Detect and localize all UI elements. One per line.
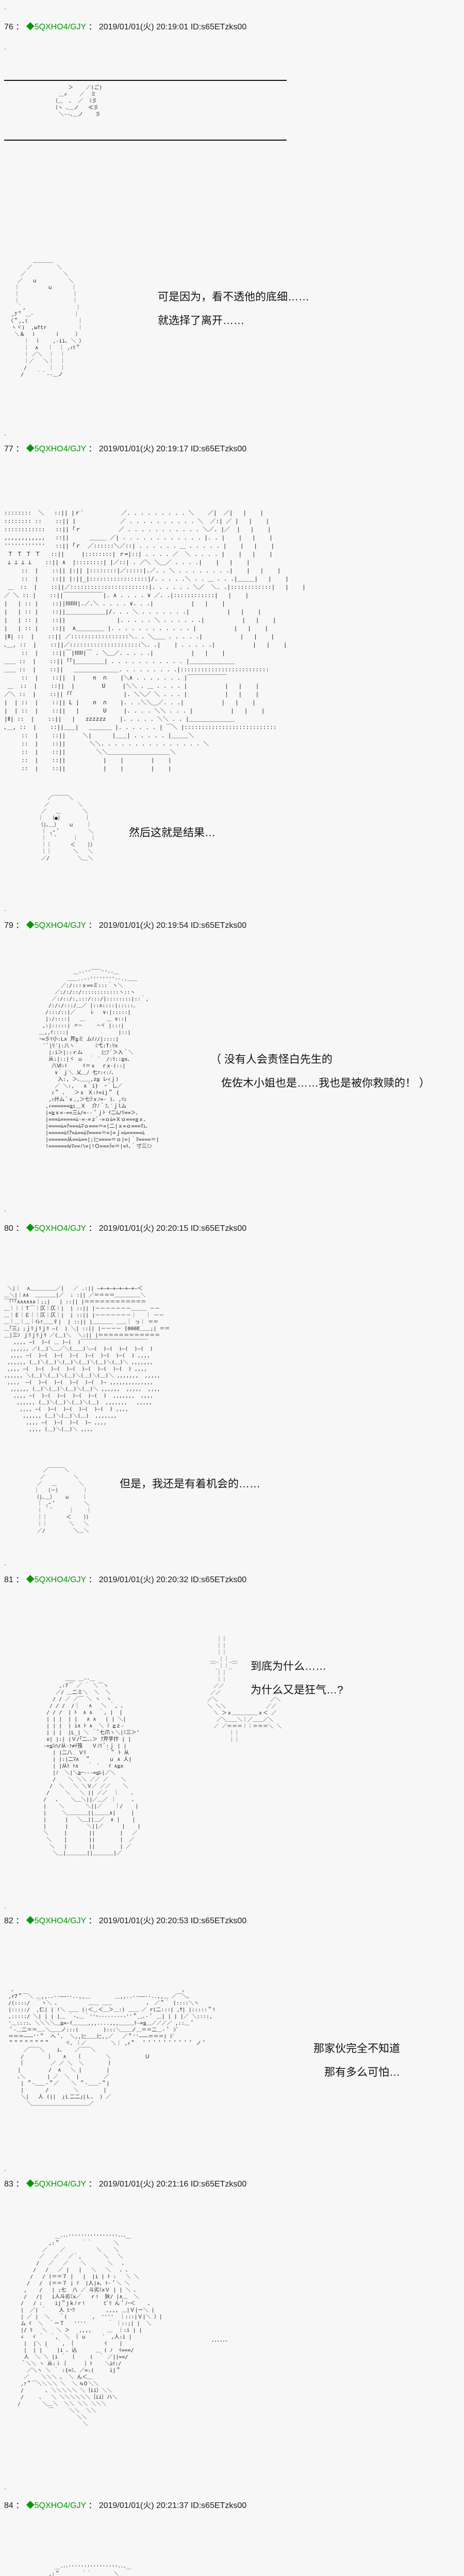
post-number[interactable]: 80 <box>4 1224 13 1233</box>
dialogue-line: 那家伙完全不知道 <box>313 2043 400 2055</box>
header-separator: ： <box>86 23 99 31</box>
header-separator: ： <box>86 2501 99 2510</box>
dialogue-text: （ 没有人会责怪白先生的 佐佐木小姐也是……我也是被你救赎的！ ） <box>210 1051 430 1098</box>
post-number[interactable]: 83 <box>4 2180 13 2189</box>
separator-dot: . <box>4 1559 6 1567</box>
post-header: 76 ： ◆5QXHO4/GJY ： 2019/01/01(火) 20:19:0… <box>4 20 246 32</box>
post-number[interactable]: 76 <box>4 23 13 31</box>
tripcode[interactable]: ◆5QXHO4/GJY <box>26 2501 86 2510</box>
separator-dot: . <box>4 1902 6 1910</box>
header-separator: ： <box>13 1917 26 1925</box>
header-separator: ： <box>86 1917 99 1925</box>
dialogue-ellipsis: …… <box>211 2335 228 2344</box>
post-header: 83 ： ◆5QXHO4/GJY ： 2019/01/01(火) 20:21:1… <box>4 2177 246 2189</box>
separator-dot: . <box>4 43 6 51</box>
post-datetime-id: 2019/01/01(火) 20:19:54 ID:s65ETzks00 <box>98 921 247 930</box>
separator-dot: . <box>4 905 6 912</box>
ascii-art-girl-longhair: ＿-･･''''''''''''''''･･-＿ ,:＂ ｀｀ ＼ ／ ／ ＼ … <box>18 2234 162 2427</box>
dialogue-line: 为什么又是狂气…? <box>251 1684 343 1696</box>
post-number[interactable]: 79 <box>4 921 13 930</box>
post-header: 81 ： ◆5QXHO4/GJY ： 2019/01/01(火) 20:20:3… <box>4 1572 246 1585</box>
header-separator: ： <box>86 445 99 453</box>
dialogue-line: 可是因为，看不透他的底细…… <box>158 291 309 303</box>
dialogue-text: 那家伙完全不知道 那有多么可怕… <box>313 2040 400 2088</box>
header-separator: ： <box>13 1575 26 1584</box>
tripcode[interactable]: ◆5QXHO4/GJY <box>26 921 86 930</box>
header-separator: ： <box>86 1575 99 1584</box>
separator-dot: . <box>4 1205 6 1213</box>
dialogue-line: 就选择了离开…… <box>158 315 244 327</box>
header-separator: ： <box>13 2501 26 2510</box>
tripcode[interactable]: ◆5QXHO4/GJY <box>26 2180 86 2189</box>
header-separator: ： <box>86 921 99 930</box>
ascii-art-face: ／￣￣￣＼ ／ ＼ ／ ＿ ＼ ｜ （●） ｜ （|､＿） ｕ ｜ ｜ ,ｰ＇ … <box>38 795 96 861</box>
ascii-art-creature: ＞ ／(ご) ＿∠ ／ ミ （＿ ､ ／ ﾐ彡 （ヽ ､＿ノ ≪彡 ＼--､＿ノ… <box>53 85 103 117</box>
ascii-art-girl: ＿-‐''￣￣''‐-＿ ＿＿..-‐''''''''‐-..＿＿ ／:/:::… <box>39 970 159 1149</box>
ascii-art-town: ＼|｜ ∧＿＿＿＿＿／| ／ .:|| ―+―+―+―+―+―+―＜ ＿＼|｜∧… <box>4 1286 170 1432</box>
separator-dot: . <box>4 2483 6 2491</box>
tripcode[interactable]: ◆5QXHO4/GJY <box>26 23 86 31</box>
header-separator: ： <box>13 921 26 930</box>
post-number[interactable]: 84 <box>4 2501 13 2510</box>
dialogue-line: （ 没有人会责怪白先生的 <box>210 1054 333 1065</box>
post-header: 82 ： ◆5QXHO4/GJY ： 2019/01/01(火) 20:20:5… <box>4 1913 246 1926</box>
header-separator: ： <box>13 2180 26 2189</box>
header-separator: ： <box>86 1224 99 1233</box>
post-header: 77 ： ◆5QXHO4/GJY ： 2019/01/01(火) 20:19:1… <box>4 442 246 454</box>
dialogue-text: 然后这就是结果… <box>129 824 216 848</box>
separator-dot: . <box>4 2165 6 2173</box>
ascii-art-girl-longhair: ＿-･･''''''''''''''''･･-＿ ,:＂ ｀｀ ＼ ／ ／ ＼ … <box>48 2565 131 2576</box>
dialogue-text: 到底为什么…… 为什么又是狂气…? <box>251 1658 343 1705</box>
post-number[interactable]: 77 <box>4 445 13 453</box>
dialogue-line: 那有多么可怕… <box>313 2066 400 2078</box>
dialogue-line: 然后这就是结果… <box>129 827 216 839</box>
dialogue-line: 但是，我还是有着机会的…… <box>120 1478 260 1490</box>
tripcode[interactable]: ◆5QXHO4/GJY <box>26 445 86 453</box>
header-separator: ： <box>13 23 26 31</box>
tripcode[interactable]: ◆5QXHO4/GJY <box>26 1575 86 1584</box>
ascii-art-cat-creature: ､ , ,r7＂￣＼ ＿,,..--――--..,,＿ ＿,,..--――--.… <box>8 1987 216 2107</box>
post-datetime-id: 2019/01/01(火) 20:20:32 ID:s65ETzks00 <box>98 1575 247 1584</box>
tripcode[interactable]: ◆5QXHO4/GJY <box>26 1917 86 1925</box>
header-separator: ： <box>86 2180 99 2189</box>
dialogue-line: 佐佐木小姐也是……我也是被你救赎的！ ） <box>210 1077 430 1089</box>
ascii-art-symbol: ｜｜ ｜｜ ｜｜ ＿_｜｜_＿ ￣_｜｜_￣ ｜｜ ｜｜ ／／ ／／ ／＼ ／＼… <box>207 1637 282 1743</box>
ascii-art-girl-praying: ＿＿ ＿--＿ ,:7￣ ／ ｀ ＼￣ヽ ／/ ＿二ミ＼ ＼ ＼ / / ／ ／… <box>43 1676 141 1856</box>
post-header: 79 ： ◆5QXHO4/GJY ： 2019/01/01(火) 20:19:5… <box>4 918 246 930</box>
post-datetime-id: 2019/01/01(火) 20:21:16 ID:s65ETzks00 <box>98 2180 247 2189</box>
post-number[interactable]: 82 <box>4 1917 13 1925</box>
post-header: 84 ： ◆5QXHO4/GJY ： 2019/01/01(火) 20:21:3… <box>4 2498 246 2511</box>
post-datetime-id: 2019/01/01(火) 20:19:17 ID:s65ETzks00 <box>98 445 247 453</box>
horizontal-rule <box>4 80 287 81</box>
separator-dot: . <box>4 3 6 11</box>
header-separator: ： <box>13 445 26 453</box>
separator-dot: . <box>4 429 6 437</box>
ascii-art-hooded-figure: ＿＿＿＿ ／ ＼ ／ ＼ ／ ｕ ＼ ｜ ｕ ｜ ｜ ｜ ｜ ｜ ｀, ｜ ,ｸ… <box>8 258 85 378</box>
dialogue-text: 但是，我还是有着机会的…… <box>120 1476 260 1499</box>
horizontal-rule <box>4 140 287 141</box>
dialogue-line: 到底为什么…… <box>251 1660 326 1672</box>
post-datetime-id: 2019/01/01(火) 20:20:53 ID:s65ETzks00 <box>98 1917 247 1925</box>
dialogue-text: 可是因为，看不透他的底细…… 就选择了离开…… <box>158 289 309 336</box>
ascii-art-cityscape: :::::::: ＼ ::|| |ｒ` ／. . . . . . . . . ＼… <box>4 510 306 772</box>
post-number[interactable]: 81 <box>4 1575 13 1584</box>
tripcode[interactable]: ◆5QXHO4/GJY <box>26 1224 86 1233</box>
header-separator: ： <box>13 1224 26 1233</box>
post-header: 80 ： ◆5QXHO4/GJY ： 2019/01/01(火) 20:20:1… <box>4 1221 246 1233</box>
post-datetime-id: 2019/01/01(火) 20:20:15 ID:s65ETzks00 <box>98 1224 247 1233</box>
post-datetime-id: 2019/01/01(火) 20:19:01 ID:s65ETzks00 <box>98 23 247 31</box>
post-datetime-id: 2019/01/01(火) 20:21:37 ID:s65ETzks00 <box>98 2501 247 2510</box>
ascii-art-face: ／￣￣￣＼ ／ ＼ ／ ＿ ＼ ｜ （－） ｜ （|､＿） ｕ ｜ ｜ ,ｰ＇ … <box>34 1468 92 1534</box>
